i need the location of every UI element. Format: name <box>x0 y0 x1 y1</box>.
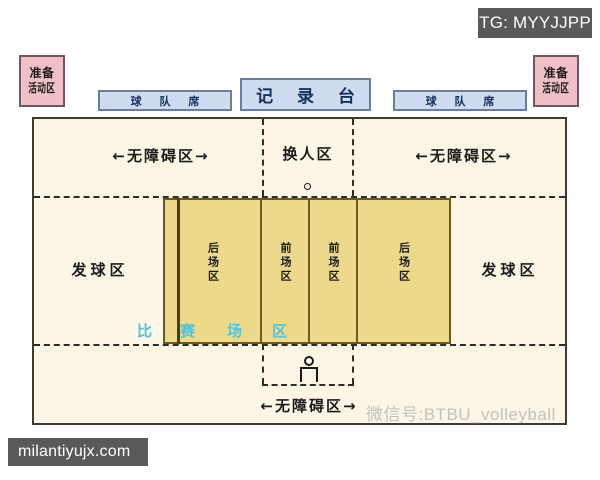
free-zone-top-left-label: ←无障碍区→ <box>112 147 210 165</box>
competition-area-caption-char-1: 比 <box>137 322 153 340</box>
service-zone-right-label: 发球区 <box>481 261 539 279</box>
warmup-right-line2: 活动区 <box>542 81 570 95</box>
service-zone-left-label: 发球区 <box>71 261 129 279</box>
court-zone-front-left-label: 前场区 <box>279 242 292 284</box>
playing-court-rectangle: 后场区 前场区 前场区 后场区 <box>163 198 451 344</box>
competition-area-caption-char-3: 场 <box>227 322 243 340</box>
site-watermark-badge: milantiyujx.com <box>8 438 148 466</box>
warmup-left-line1: 准备 <box>29 66 55 80</box>
warmup-area-right-box: 准备 活动区 <box>533 55 579 107</box>
substitution-zone-label: 换人区 <box>282 145 334 163</box>
free-zone-bottom-label: ←无障碍区→ <box>260 397 358 415</box>
substitution-corridor-left-dash <box>262 119 264 196</box>
team-bench-left-box: 球 队 席 <box>98 90 232 111</box>
substitution-corridor-right-dash <box>352 119 354 196</box>
free-zone-top-right-label: ←无障碍区→ <box>415 147 513 165</box>
court-zone-back-left-label: 后场区 <box>206 242 220 284</box>
referee-body <box>300 367 318 382</box>
scorer-table-box: 记 录 台 <box>240 78 371 111</box>
attack-line-dash-bottom <box>34 344 565 346</box>
referee-head <box>304 356 314 366</box>
competition-area-caption-char-2: 赛 <box>180 322 196 340</box>
warmup-area-left-box: 准备 活动区 <box>19 55 65 107</box>
free-zone-rectangle: 后场区 前场区 前场区 后场区 比 赛 场 区 ←无障碍区→ 换人区 ←无障碍区… <box>32 117 567 425</box>
referee-box-right-dash <box>352 344 354 384</box>
referee-box-left-dash <box>262 344 264 384</box>
court-zone-back-left: 后场区 <box>165 200 260 342</box>
court-zone-front-right: 前场区 <box>308 200 356 342</box>
court-zone-back-right: 后场区 <box>356 200 449 342</box>
wechat-watermark-text: 微信号:BTBU_volleyball <box>366 405 556 424</box>
court-zone-front-right-label: 前场区 <box>327 242 340 284</box>
referee-person-icon <box>299 356 319 382</box>
tg-watermark-badge: TG: MYYJJPP <box>478 8 592 38</box>
attack-line-dash-top <box>34 196 565 198</box>
team-bench-right-box: 球 队 席 <box>393 90 527 111</box>
net-center-line <box>177 198 180 344</box>
referee-box-bottom-dash <box>262 384 354 386</box>
court-zone-back-right-label: 后场区 <box>397 242 411 284</box>
ball-marker-circle-icon <box>304 183 311 190</box>
warmup-left-line2: 活动区 <box>28 81 56 95</box>
warmup-right-line1: 准备 <box>543 66 569 80</box>
competition-area-caption-char-4: 区 <box>272 322 288 340</box>
court-zone-front-left: 前场区 <box>260 200 308 342</box>
